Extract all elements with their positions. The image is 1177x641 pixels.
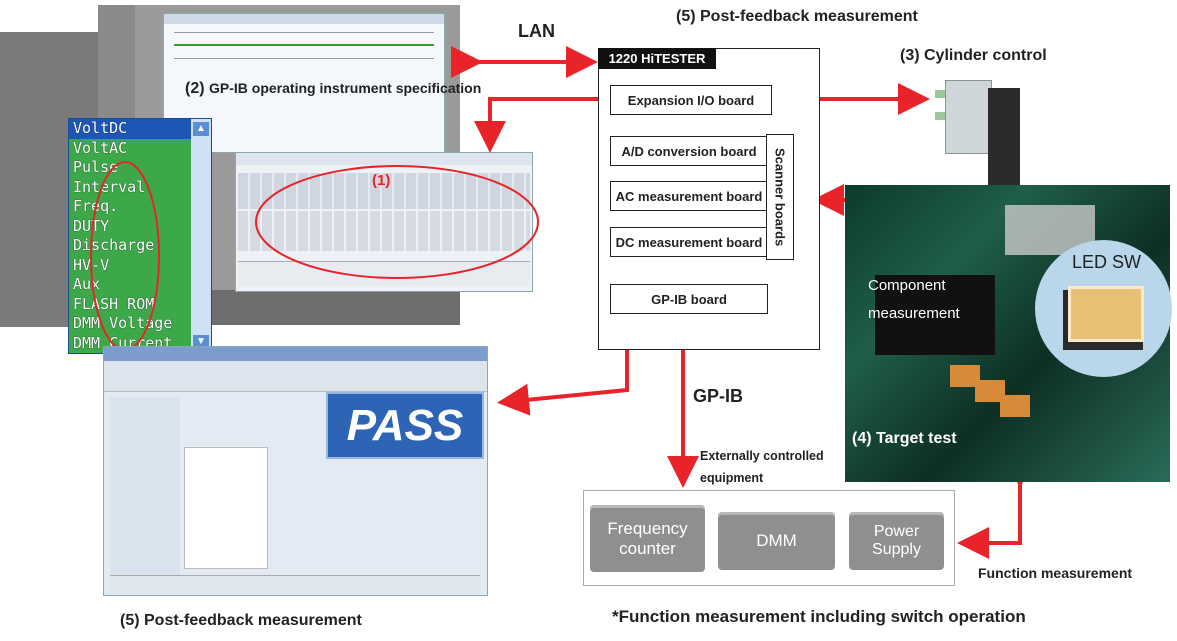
component-line2: measurement <box>868 305 960 322</box>
equipment-line: equipment <box>700 471 764 485</box>
pass-text: PASS <box>346 400 464 450</box>
power-line2: Supply <box>872 541 921 558</box>
led-switch-circle <box>1035 240 1172 377</box>
ad-conversion-board: A/D conversion board <box>610 136 768 166</box>
gpib-spec-label: (2) GP-IB operating instrument specifica… <box>185 80 481 98</box>
menu-scrollbar[interactable] <box>191 119 211 353</box>
scroll-down-icon[interactable]: ▼ <box>193 335 209 349</box>
footnote: *Function measurement including switch o… <box>612 607 1026 626</box>
hitester-title: 1220 HiTESTER <box>598 48 716 69</box>
function-menu-item[interactable]: VoltAC <box>73 138 128 157</box>
gpib-spec-number: (2) <box>185 80 205 97</box>
pass-banner: PASS <box>326 392 484 459</box>
externally-line: Externally controlled <box>700 449 824 463</box>
frequency-line2: counter <box>619 538 676 558</box>
dmm-label: DMM <box>756 531 797 550</box>
marker-1-label: (1) <box>372 172 391 189</box>
led-sw-label: LED SW <box>1072 252 1142 272</box>
power-line1: Power <box>873 523 920 540</box>
scroll-up-icon[interactable]: ▲ <box>193 122 209 136</box>
function-menu-item[interactable]: Discharge <box>73 236 155 254</box>
gpib-spec-text: GP-IB operating instrument specification <box>209 80 482 96</box>
dc-measurement-board: DC measurement board <box>610 227 768 257</box>
externally-controlled-label: Externally controlled equipment <box>700 445 824 489</box>
function-menu-item[interactable]: Pulse <box>73 158 119 176</box>
target-test-label: (4) Target test <box>852 430 957 447</box>
gpib-label: GP-IB <box>693 386 744 406</box>
function-menu-item[interactable]: VoltDC <box>69 119 191 139</box>
ac-measurement-board: AC measurement board <box>610 181 768 211</box>
power-supply: Power Supply <box>849 512 944 570</box>
post-feedback-bottom-label: (5) Post-feedback measurement <box>120 612 362 629</box>
function-measurement-label: Function measurement <box>978 565 1133 581</box>
lan-label: LAN <box>518 21 555 41</box>
function-menu-item[interactable]: FLASH ROM <box>73 294 155 313</box>
scanner-boards: Scanner boards <box>766 134 794 260</box>
function-menu-item[interactable]: Interval <box>73 177 146 196</box>
dmm-box: DMM <box>718 512 835 570</box>
marker-1-ellipse <box>255 165 539 279</box>
expansion-io-board: Expansion I/O board <box>610 85 772 115</box>
post-feedback-top-label: (5) Post-feedback measurement <box>676 8 918 25</box>
function-menu-item[interactable]: DUTY <box>73 216 110 235</box>
scanner-boards-label: Scanner boards <box>772 147 788 247</box>
gpib-board: GP-IB board <box>610 284 768 314</box>
ext-io-window <box>235 152 533 292</box>
frequency-line1: Frequency <box>607 518 688 538</box>
cylinder-control-label: (3) Cylinder control <box>900 47 1047 64</box>
component-measurement-label: Component measurement <box>868 272 960 328</box>
component-line1: Component <box>868 277 946 294</box>
pass-result-window: PASS <box>103 346 488 596</box>
frequency-counter: Frequency counter <box>590 505 705 572</box>
